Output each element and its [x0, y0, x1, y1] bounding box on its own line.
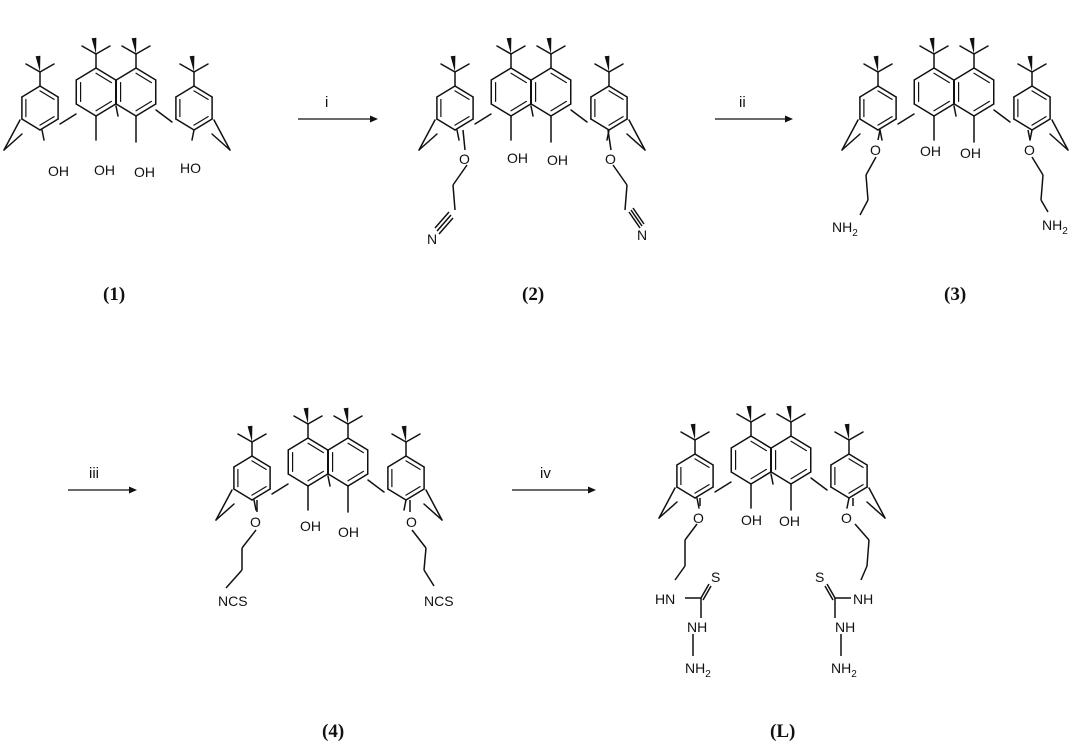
- calixarene-core: [658, 405, 886, 519]
- nitrile-n-label: N: [427, 231, 437, 247]
- compound-2-structure: O OH OH O N N: [418, 37, 647, 247]
- calixarene-core: [215, 407, 443, 521]
- aminoethyl-chains: [859, 129, 1049, 216]
- isothiocyanatoethyl-chains: [225, 500, 435, 589]
- ether-oxygen-label: O: [870, 142, 881, 158]
- compound-1-structure: OH OH OH HO: [3, 37, 231, 180]
- hydrazine-nh2-label: NH2: [831, 660, 857, 680]
- ether-oxygen-label: O: [605, 151, 616, 167]
- reaction-arrow-ii: [715, 115, 793, 123]
- hydrazine-nh2-label: NH2: [685, 660, 711, 680]
- hydroxyl-label: OH: [779, 513, 800, 529]
- step-label-iii: iii: [89, 465, 99, 482]
- hydroxyl-label: OH: [94, 162, 115, 178]
- cyanomethyl-chains: [434, 129, 645, 235]
- compound-4-structure: O OH OH O NCS NCS: [215, 407, 454, 609]
- thiourea-nh-label: HN: [655, 591, 675, 607]
- compound-label-L: (L): [770, 721, 795, 742]
- hydroxyl-label: OH: [48, 163, 69, 179]
- ether-oxygen-label: O: [693, 510, 704, 526]
- thione-s-label: S: [815, 569, 824, 585]
- hydroxyl-label: OH: [741, 512, 762, 528]
- hydrazine-nh-label: NH: [835, 619, 855, 635]
- compound-label-4: (4): [322, 721, 344, 742]
- hydroxyl-label: OH: [920, 143, 941, 159]
- hydroxyl-label: OH: [507, 150, 528, 166]
- thione-s-label: S: [711, 569, 720, 585]
- hydroxyl-label: OH: [960, 145, 981, 161]
- hydroxyl-label: OH: [547, 152, 568, 168]
- hydroxyl-label: OH: [300, 518, 321, 534]
- step-label-i: i: [325, 94, 328, 111]
- isothiocyanate-label: NCS: [424, 593, 454, 609]
- ether-oxygen-label: O: [406, 514, 417, 530]
- ether-oxygen-label: O: [459, 151, 470, 167]
- hydroxyl-label: OH: [338, 524, 359, 540]
- ether-oxygen-label: O: [1024, 142, 1035, 158]
- reaction-arrow-iv: [512, 486, 596, 494]
- nitrile-n-label: N: [637, 227, 647, 243]
- reaction-arrow-i: [298, 115, 378, 123]
- step-label-ii: ii: [739, 94, 746, 111]
- ether-oxygen-label: O: [250, 514, 261, 530]
- amine-label: NH2: [1042, 217, 1068, 237]
- isothiocyanate-label: NCS: [218, 593, 248, 609]
- calixarene-core: [3, 37, 231, 151]
- compound-label-1: (1): [103, 284, 125, 305]
- calixarene-core: [841, 37, 1069, 151]
- thiourea-nh-label: NH: [853, 591, 873, 607]
- hydrazine-nh-label: NH: [687, 619, 707, 635]
- compound-3-structure: O OH OH O NH2 NH2: [832, 37, 1069, 239]
- hydroxyl-label: OH: [134, 164, 155, 180]
- hydroxyl-label: HO: [180, 160, 201, 176]
- calixarene-core: [418, 37, 646, 151]
- reaction-arrow-iii: [68, 486, 137, 494]
- ether-oxygen-label: O: [841, 510, 852, 526]
- amine-label: NH2: [832, 219, 858, 239]
- thiosemicarbazide-chains: [674, 498, 870, 656]
- compound-label-3: (3): [944, 284, 966, 305]
- compound-L-structure: O OH OH O HN S NH NH2 NH S NH NH2: [655, 405, 886, 680]
- compound-label-2: (2): [522, 284, 544, 305]
- step-label-iv: iv: [540, 465, 551, 482]
